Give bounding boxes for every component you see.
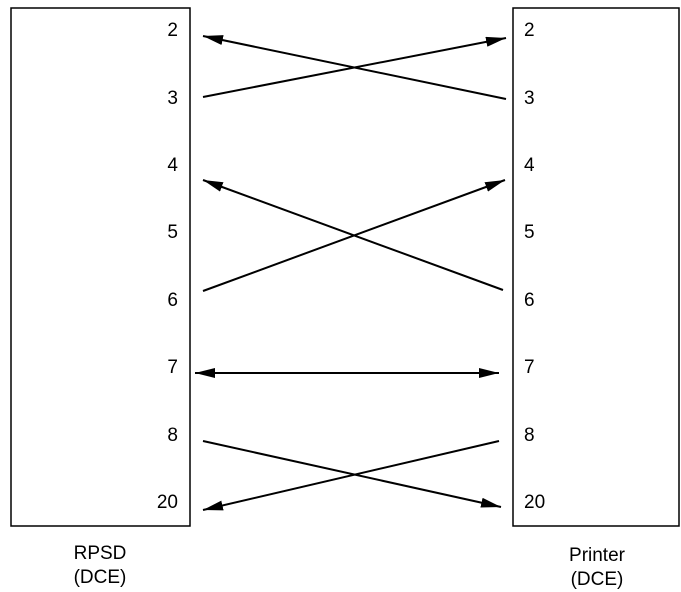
connection-left8-right20 <box>202 440 502 508</box>
connection-right8-left20 <box>202 440 500 511</box>
left-pin-8: 8 <box>167 425 178 446</box>
left-pin-2: 2 <box>167 20 178 41</box>
left-pin-5: 5 <box>167 222 178 243</box>
rpsd-type: (DCE) <box>73 567 127 588</box>
printer-type: (DCE) <box>570 569 624 590</box>
right-pin-5: 5 <box>524 222 535 243</box>
right-pin-6: 6 <box>524 290 535 311</box>
printer-box <box>512 7 680 527</box>
right-pin-3: 3 <box>524 88 535 109</box>
right-pin-20: 20 <box>524 492 545 513</box>
printer-caption: Printer (DCE) <box>537 544 657 592</box>
connection-right6-left4 <box>202 179 504 291</box>
connection-right3-left2 <box>202 35 507 100</box>
right-pin-4: 4 <box>524 155 535 176</box>
printer-name: Printer <box>569 545 625 566</box>
right-pin-2: 2 <box>524 20 535 41</box>
left-pin-3: 3 <box>167 88 178 109</box>
rpsd-name: RPSD <box>73 543 127 564</box>
left-pin-6: 6 <box>167 290 178 311</box>
right-pin-8: 8 <box>524 425 535 446</box>
left-pin-4: 4 <box>167 155 178 176</box>
rpsd-box <box>10 7 191 527</box>
left-pin-20: 20 <box>157 492 178 513</box>
rpsd-caption: RPSD (DCE) <box>40 542 160 590</box>
right-pin-7: 7 <box>524 357 535 378</box>
left-pin-7: 7 <box>167 357 178 378</box>
